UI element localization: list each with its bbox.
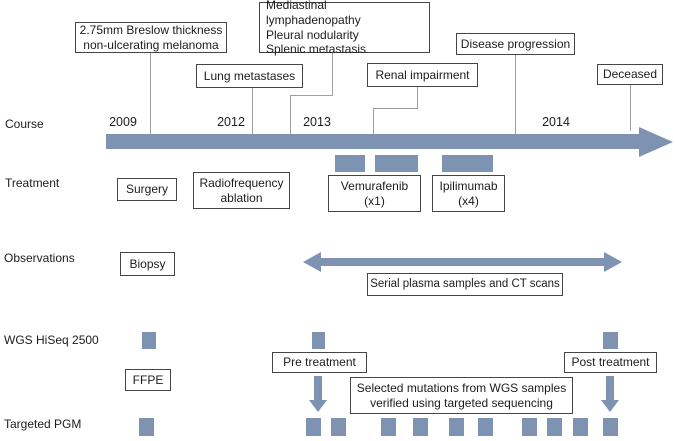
row-label-observations: Observations (4, 251, 75, 265)
pre-treatment-down-arrow-icon (309, 400, 327, 412)
treatment-box-ipilimumab: Ipilimumab (x4) (432, 175, 505, 212)
pgm-sample-marker (573, 418, 588, 436)
connector-mediastinal-upper (332, 53, 333, 95)
pgm-sample-marker (603, 418, 618, 436)
connector-disease-progression (515, 55, 516, 134)
arrow-right-icon (604, 252, 622, 272)
wgs-sample-markers (0, 332, 675, 349)
post-treatment-down-arrow-icon (601, 400, 619, 412)
timeline-bar (106, 134, 639, 149)
year-label-2013: 2013 (303, 115, 331, 129)
event-box-renal-impairment: Renal impairment (367, 63, 478, 87)
row-label-course: Course (5, 117, 44, 131)
row-label-targeted-pgm: Targeted PGM (4, 417, 82, 431)
wgs-sample-marker (142, 332, 156, 349)
box-post-treatment: Post treatment (564, 352, 657, 373)
observation-span-arrow (321, 258, 604, 266)
pgm-sample-marker (306, 418, 321, 436)
connector-mediastinal-bend (290, 95, 333, 96)
box-selected-mutations: Selected mutations from WGS samples veri… (350, 377, 573, 414)
event-box-lung-metastases: Lung metastases (196, 64, 303, 88)
connector-breslow (150, 53, 151, 134)
row-label-wgs-hiseq: WGS HiSeq 2500 (4, 333, 99, 347)
connector-renal-upper (417, 87, 418, 108)
observation-box-biopsy: Biopsy (120, 252, 175, 276)
pgm-sample-marker (449, 418, 464, 436)
connector-lung (252, 88, 253, 134)
pgm-sample-marker (547, 418, 562, 436)
event-box-deceased: Deceased (597, 64, 663, 85)
arrow-left-icon (303, 252, 321, 272)
timeline-arrowhead-icon (639, 127, 673, 157)
treatment-box-surgery: Surgery (117, 178, 177, 201)
box-ffpe: FFPE (125, 369, 171, 391)
event-box-mediastinal: Mediastinal lymphadenopathy Pleural nodu… (259, 0, 430, 56)
pgm-sample-marker (478, 418, 493, 436)
wgs-sample-marker (312, 332, 325, 349)
connector-deceased (630, 85, 631, 131)
connector-renal-lower (373, 108, 374, 134)
pre-treatment-down-arrow-shaft (314, 376, 322, 402)
treatment-dose-marker (442, 155, 493, 172)
wgs-sample-marker (603, 332, 618, 349)
pgm-sample-marker (139, 418, 154, 436)
treatment-dose-marker (335, 155, 365, 172)
pgm-sample-marker (522, 418, 537, 436)
pgm-sample-marker (413, 418, 428, 436)
pgm-sample-marker (331, 418, 346, 436)
row-label-treatment: Treatment (5, 176, 60, 190)
post-treatment-down-arrow-shaft (606, 376, 614, 402)
box-pre-treatment: Pre treatment (272, 352, 367, 373)
year-label-2012: 2012 (217, 115, 245, 129)
year-label-2009: 2009 (109, 115, 137, 129)
event-box-disease-progression: Disease progression (456, 33, 575, 55)
pgm-sample-markers (0, 418, 675, 436)
treatment-box-radiofrequency-ablation: Radiofrequency ablation (193, 172, 290, 209)
pgm-sample-marker (381, 418, 396, 436)
treatment-dose-markers (0, 155, 675, 172)
treatment-dose-marker (375, 155, 418, 172)
year-label-2014: 2014 (542, 115, 570, 129)
treatment-box-vemurafenib: Vemurafenib (x1) (328, 175, 421, 212)
observation-box-serial-plasma: Serial plasma samples and CT scans (367, 273, 563, 296)
connector-mediastinal-lower (290, 95, 291, 134)
event-box-breslow: 2.75mm Breslow thickness non-ulcerating … (75, 22, 227, 53)
connector-renal-bend (373, 108, 418, 109)
